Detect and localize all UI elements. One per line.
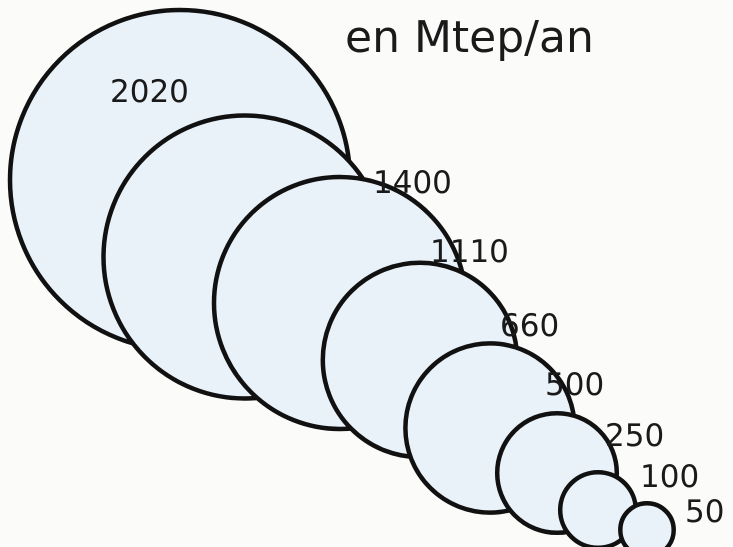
bubble-50 bbox=[618, 501, 676, 547]
unit-label: en Mtep/an bbox=[345, 12, 594, 63]
value-label-500: 500 bbox=[545, 367, 604, 403]
value-label-2020: 2020 bbox=[110, 74, 189, 110]
value-label-100: 100 bbox=[640, 459, 699, 495]
value-label-1110: 1110 bbox=[430, 234, 509, 270]
value-label-660: 660 bbox=[500, 308, 559, 344]
value-label-50: 50 bbox=[685, 494, 724, 530]
value-label-250: 250 bbox=[605, 418, 664, 454]
value-label-1400: 1400 bbox=[373, 165, 452, 201]
bubble-group bbox=[7, 7, 676, 547]
